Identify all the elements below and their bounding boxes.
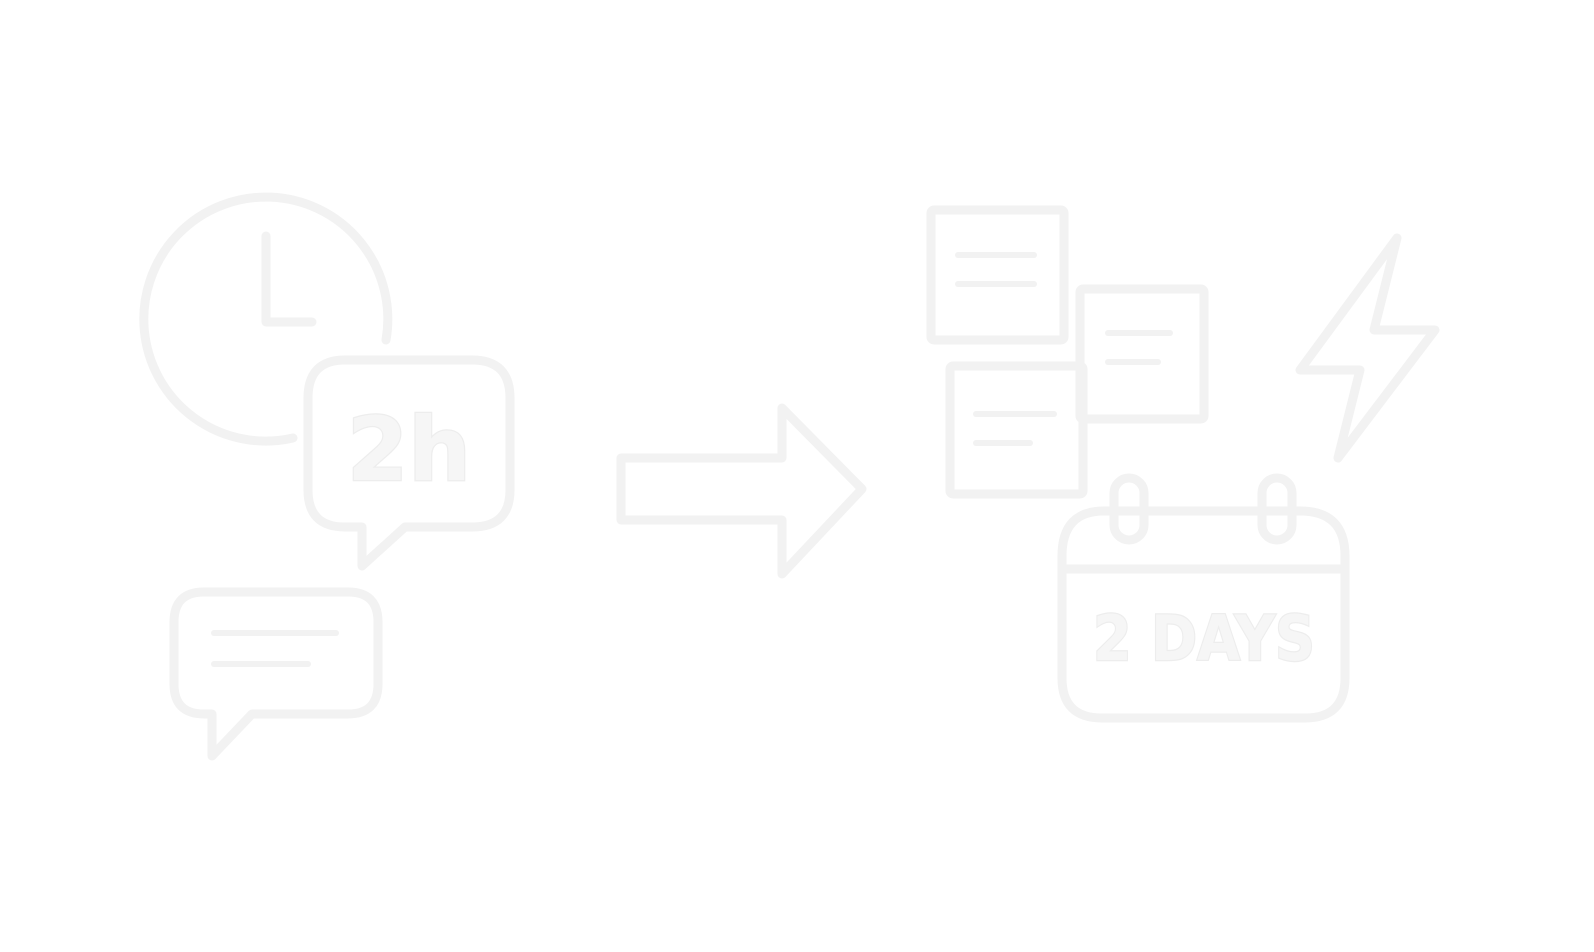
left-group: 2h <box>139 192 515 761</box>
chat-bubble-icon: 2h <box>303 355 515 571</box>
message-icon <box>169 587 383 761</box>
lightning-icon <box>1295 233 1440 463</box>
right-group: 2 DAYS <box>926 205 1440 723</box>
calendar-icon: 2 DAYS <box>1057 473 1350 723</box>
calendar-duration-label: 2 DAYS <box>1093 602 1315 675</box>
right-arrow-icon <box>616 403 867 579</box>
clock-icon <box>139 192 393 446</box>
response-time-label: 2h <box>347 398 471 501</box>
document-icon <box>926 205 1209 499</box>
